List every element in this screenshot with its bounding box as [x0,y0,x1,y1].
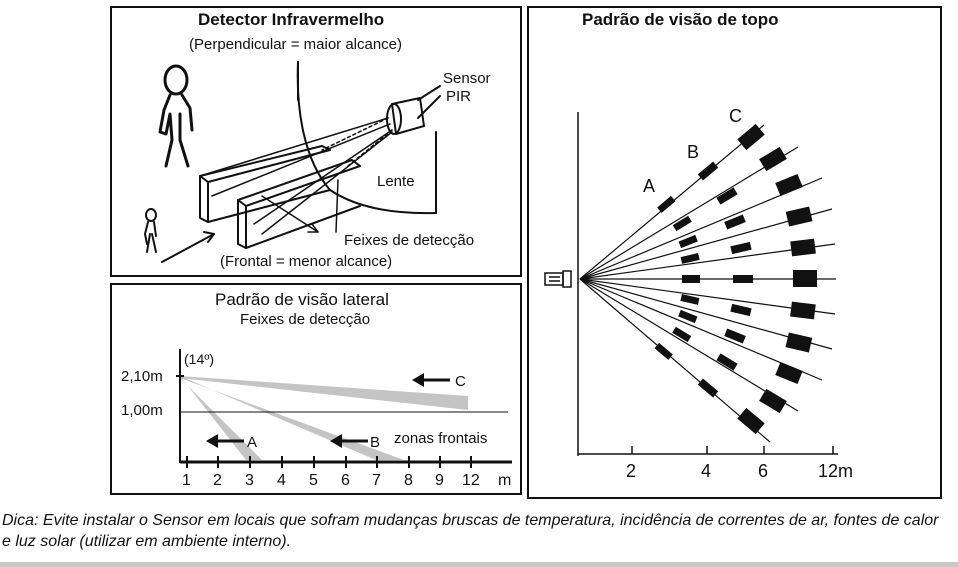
zone-c-label: C [455,373,466,390]
height-high-label: 2,10m [121,368,163,385]
zone-blocks [654,123,817,435]
x-tick-label: 4 [277,472,286,489]
top-view-title: Padrão de visão de topo [582,10,779,29]
zones-label: zonas frontais [394,430,488,447]
lens-label: Lente [377,173,415,190]
x-tick-label: 7 [372,472,381,489]
top-x-tick-label: 2 [626,461,637,481]
detector-title: Detector Infravermelho [198,10,385,29]
zone-b-label: B [370,434,381,451]
arrow-b-icon [330,434,368,448]
top-zone-a-label: A [643,176,656,196]
arrow-a-icon [206,434,244,448]
bottom-rule [0,562,958,567]
sensor-icon [544,270,572,288]
top-x-tick-label: 4 [701,461,712,481]
x-tick-label: 6 [341,472,350,489]
angle-label: (14º) [184,351,215,367]
side-view-title: Padrão de visão lateral [215,290,389,309]
pir-label: PIR [446,88,472,105]
top-x-tick-label: 6 [758,461,769,481]
person-large-icon [158,64,194,168]
top-zone-c-label: C [729,106,742,126]
x-tick-label: 1 [182,472,191,489]
walking-arrow-icon [161,231,215,263]
beam-block-near [199,145,331,223]
x-tick-label: 2 [213,472,222,489]
tip-text: Dica: Evite instalar o Sensor em locais … [2,512,939,550]
beam-block-far [237,159,361,249]
top-x-ticks [631,446,834,454]
pir-sensor-icon [386,85,441,135]
detection-beams-icon [199,117,393,235]
detector-subtitle: (Perpendicular = maior alcance) [189,36,403,53]
height-low-label: 1,00m [121,402,163,419]
x-tick-label: 5 [309,472,318,489]
frontal-caption: (Frontal = menor alcance) [220,253,393,270]
top-x-tick-label: 12m [818,461,854,481]
person-small-icon [144,208,157,253]
x-axis-ticks [186,456,472,468]
arrow-c-icon [412,373,450,387]
x-tick-label: 8 [404,472,413,489]
top-zone-b-label: B [687,142,700,162]
beam-c [180,376,468,410]
zone-a-label: A [247,434,258,451]
sensor-label: Sensor [443,70,491,87]
side-view-subtitle: Feixes de detecção [240,311,371,328]
x-tick-label: 9 [435,472,444,489]
beams-label: Feixes de detecção [344,232,475,249]
x-tick-label: 3 [245,472,254,489]
x-tick-label: 12 [462,472,480,489]
x-unit-label: m [498,472,512,489]
